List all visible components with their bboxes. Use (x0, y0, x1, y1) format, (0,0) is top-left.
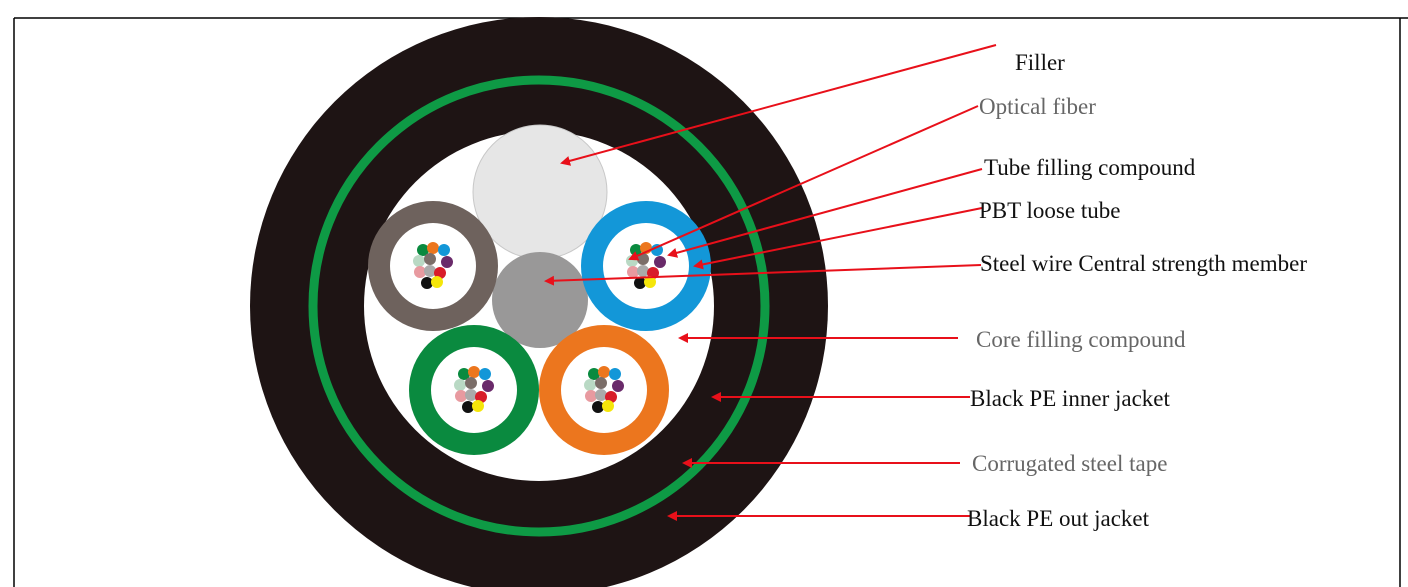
loose-tube-orange (539, 325, 669, 455)
optical-fiber-strand (609, 368, 621, 380)
corrugated-steel-tape (308, 75, 770, 537)
optical-fiber-strand (413, 255, 425, 267)
label-tube-filling-compound: Tube filling compound (984, 155, 1196, 180)
optical-fiber-strand (585, 390, 597, 402)
label-inner-jacket: Black PE inner jacket (970, 386, 1171, 411)
optical-fiber-strand (595, 389, 607, 401)
optical-fiber-strand (654, 256, 666, 268)
label-optical-fiber: Optical fiber (979, 94, 1096, 119)
optical-fiber-strand (592, 401, 604, 413)
optical-fiber-strand (465, 389, 477, 401)
label-filler: Filler (1015, 50, 1065, 75)
optical-fiber-strand (479, 368, 491, 380)
optical-fiber-strand (588, 368, 600, 380)
optical-fiber-strand (438, 244, 450, 256)
optical-fiber-strand (458, 368, 470, 380)
optical-fiber-strand (424, 253, 436, 265)
fiber-bundle-orange (584, 366, 624, 413)
optical-fiber-strand (637, 253, 649, 265)
fiber-bundle-green (454, 366, 494, 413)
optical-fiber-strand (414, 266, 426, 278)
optical-fiber-strand (465, 377, 477, 389)
arrow-tube-filling-compound (667, 168, 983, 258)
loose-tube-brown (368, 201, 498, 331)
optical-fiber-strand (482, 380, 494, 392)
optical-fiber-strand (421, 277, 433, 289)
filler-rod (472, 124, 608, 260)
optical-fiber-strand (651, 244, 663, 256)
optical-fiber-strand (602, 400, 614, 412)
optical-fiber-strand (431, 276, 443, 288)
optical-fiber-strand (595, 377, 607, 389)
optical-fiber-strand (455, 390, 467, 402)
label-pbt-loose-tube: PBT loose tube (979, 198, 1120, 223)
label-steel-tape: Corrugated steel tape (972, 451, 1167, 476)
arrow-pbt-loose-tube (693, 207, 983, 270)
optical-fiber-strand (598, 366, 610, 378)
fiber-bundle-blue (626, 242, 666, 289)
label-outer-jacket: Black PE out jacket (967, 506, 1150, 531)
central-strength-member (492, 252, 588, 348)
label-core-filling-compound: Core filling compound (976, 327, 1186, 352)
arrow-central-strength-member (544, 264, 982, 286)
optical-fiber-strand (417, 244, 429, 256)
optical-fiber-strand (584, 379, 596, 391)
arrow-filler (560, 44, 997, 166)
optical-fiber-strand (644, 276, 656, 288)
label-central-strength-member: Steel wire Central strength member (980, 251, 1307, 276)
loose-tube-green (409, 325, 539, 455)
loose-tube-blue (581, 201, 711, 331)
arrow-optical-fiber (628, 105, 979, 261)
optical-fiber-strand (612, 380, 624, 392)
optical-fiber-strand (637, 265, 649, 277)
optical-fiber-strand (454, 379, 466, 391)
optical-fiber-strand (424, 265, 436, 277)
optical-fiber-strand (468, 366, 480, 378)
optical-fiber-strand (441, 256, 453, 268)
optical-fiber-strand (627, 266, 639, 278)
optical-fiber-strand (462, 401, 474, 413)
optical-fiber-strand (472, 400, 484, 412)
optical-fiber-strand (634, 277, 646, 289)
fiber-bundle-brown (413, 242, 453, 289)
optical-fiber-strand (427, 242, 439, 254)
